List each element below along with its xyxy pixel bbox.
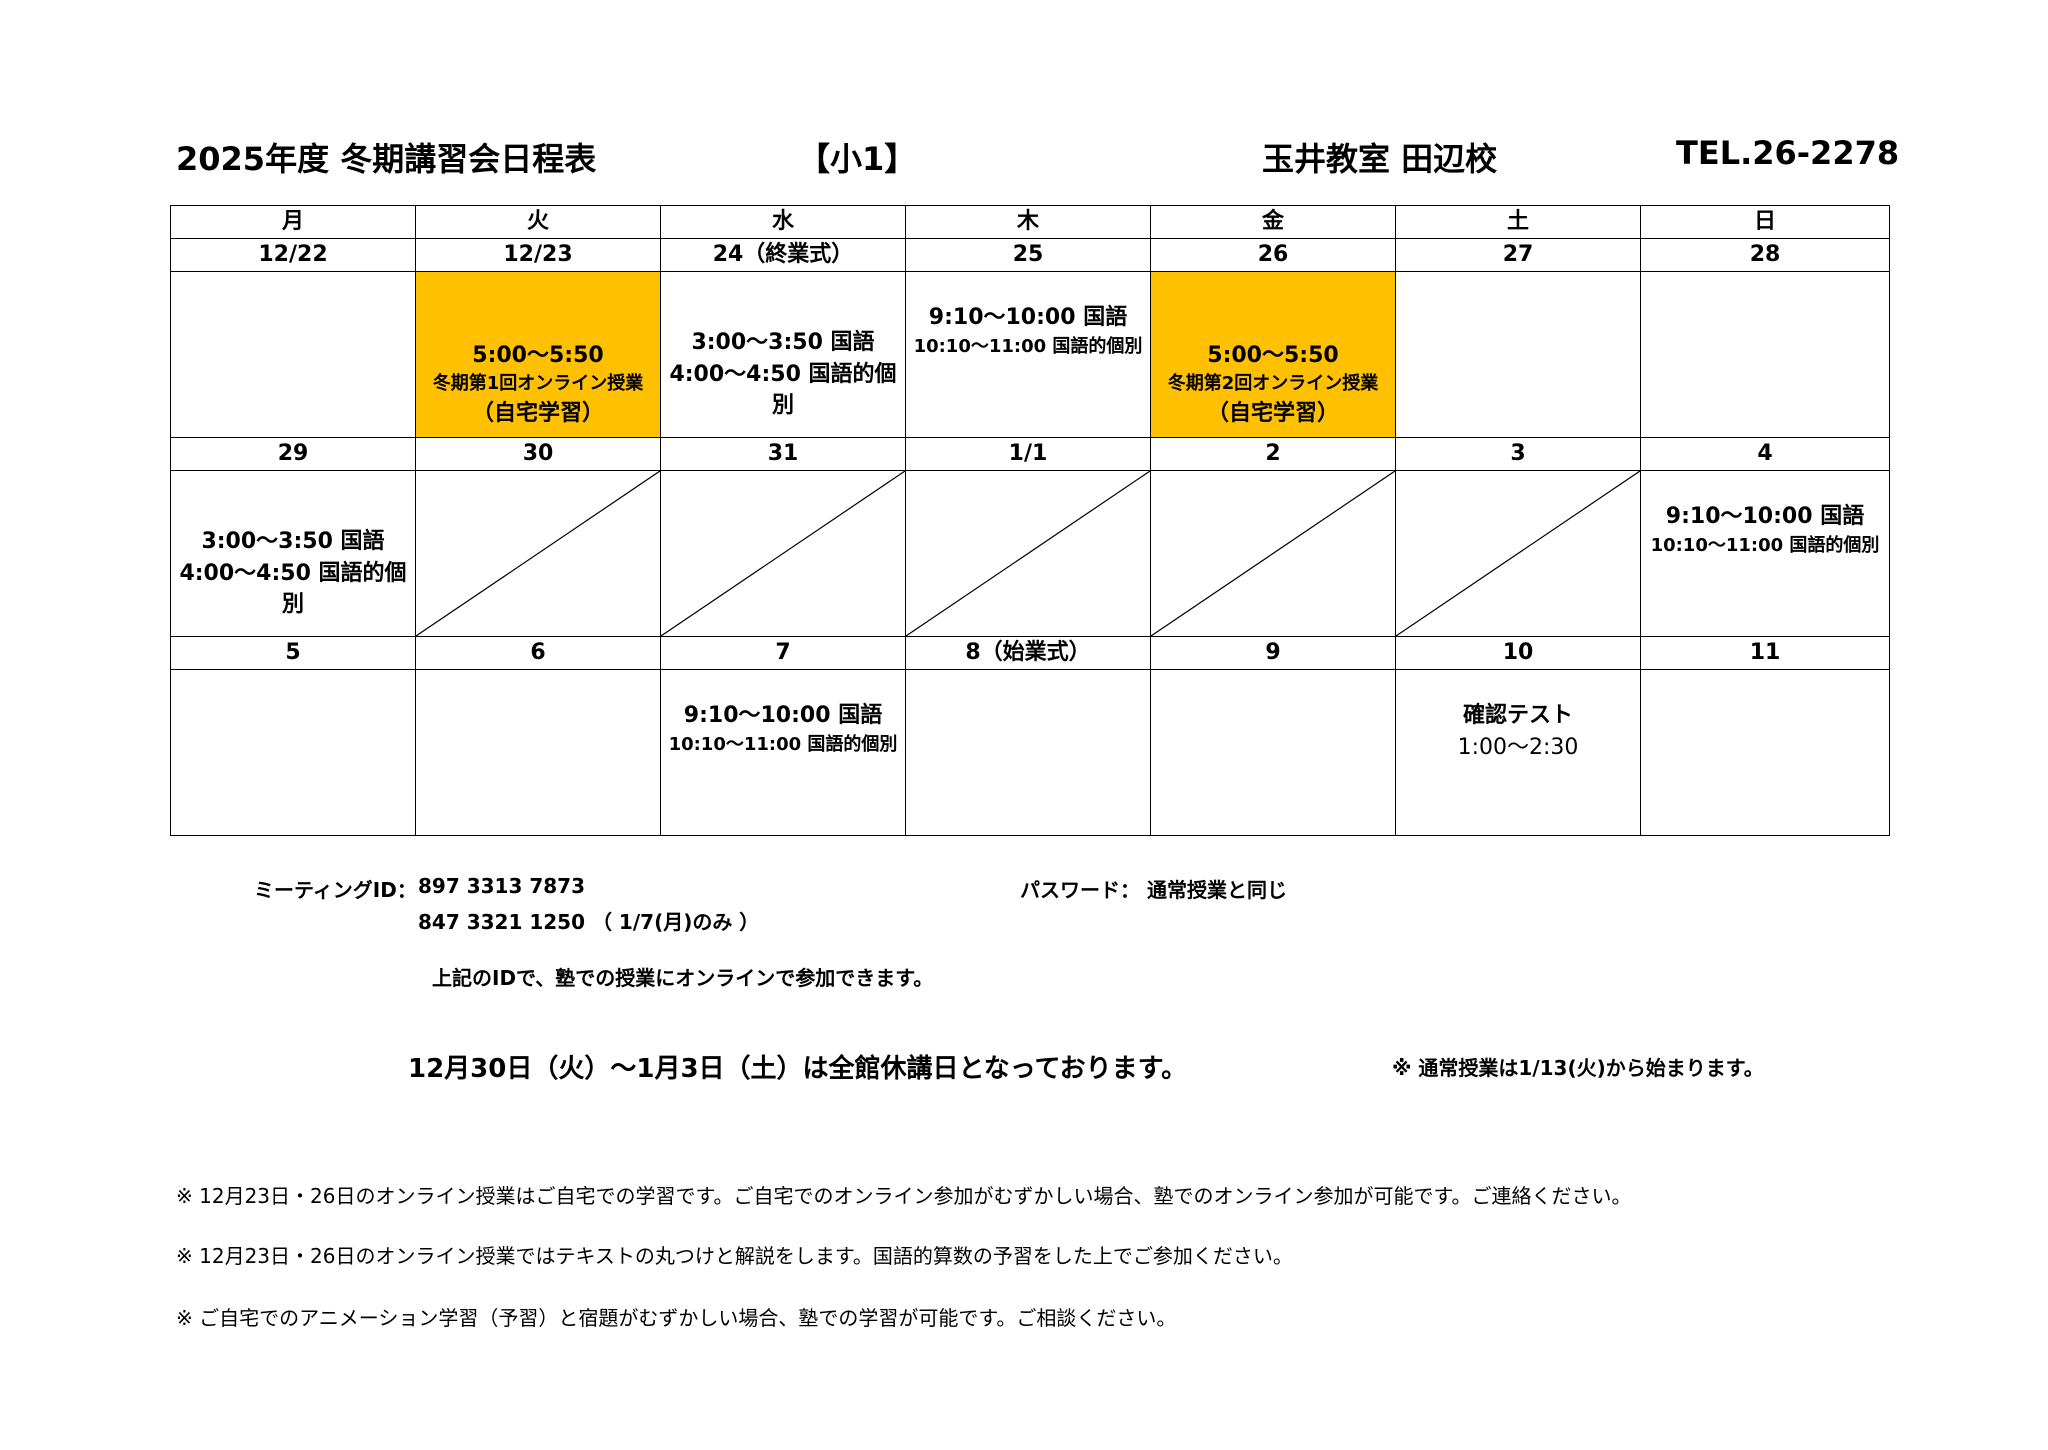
class-line: 3:00～3:50 国語 — [201, 528, 385, 554]
date-cell: 5 — [170, 636, 416, 670]
class-cell: 9:10～10:00 国語 10:10～11:00 国語的個別 — [660, 669, 906, 836]
class-time: 5:00～5:50 — [1207, 342, 1339, 368]
class-time: 5:00～5:50 — [472, 342, 604, 368]
note-item: ※ 12月23日・26日のオンライン授業はご自宅での学習です。ご自宅でのオンライ… — [176, 1184, 1632, 1208]
date-row: 12/22 12/23 24（終業式） 25 26 27 28 — [170, 238, 1890, 272]
diagonal-slash — [416, 471, 660, 636]
weekday-row: 月 火 水 木 金 土 日 — [170, 205, 1890, 239]
online-class-cell: 5:00～5:50 冬期第2回オンライン授業 （自宅学習） — [1150, 271, 1396, 438]
empty-cell — [415, 669, 661, 836]
grade-label: 【小1】 — [798, 140, 917, 178]
date-cell: 24（終業式） — [660, 238, 906, 272]
date-cell: 27 — [1395, 238, 1641, 272]
date-row: 29 30 31 1/1 2 3 4 — [170, 437, 1890, 471]
class-line: 9:10～10:00 国語 — [928, 305, 1128, 330]
note-item: ※ 12月23日・26日のオンライン授業ではテキストの丸つけと解説をします。国語… — [176, 1244, 1293, 1268]
diagonal-slash — [906, 471, 1150, 636]
date-cell: 6 — [415, 636, 661, 670]
class-cell: 3:00～3:50 国語 4:00～4:50 国語的個別 — [660, 271, 906, 438]
weekday-header: 木 — [905, 205, 1151, 239]
closed-day-cell — [1150, 470, 1396, 637]
weekday-header: 日 — [1640, 205, 1890, 239]
date-row: 5 6 7 8（始業式） 9 10 11 — [170, 636, 1890, 670]
class-line: 9:10～10:00 国語 — [1665, 504, 1865, 529]
note-item: ※ ご自宅でのアニメーション学習（予習）と宿題がむずかしい場合、塾での学習が可能… — [176, 1306, 1177, 1330]
diagonal-slash — [1396, 471, 1640, 636]
weekday-header: 水 — [660, 205, 906, 239]
date-cell: 28 — [1640, 238, 1890, 272]
closed-day-cell — [660, 470, 906, 637]
class-cell: 3:00～3:50 国語 4:00～4:50 国語的個別 — [170, 470, 416, 637]
date-cell: 25 — [905, 238, 1151, 272]
class-cell: 9:10～10:00 国語 10:10～11:00 国語的個別 — [905, 271, 1151, 438]
diagonal-slash — [661, 471, 905, 636]
phone-number: TEL.26-2278 — [1676, 134, 1900, 172]
meeting-password: パスワード： 通常授業と同じ — [1020, 878, 1287, 902]
weekday-header: 土 — [1395, 205, 1641, 239]
date-cell: 11 — [1640, 636, 1890, 670]
class-note: （自宅学習） — [471, 400, 604, 426]
date-cell: 29 — [170, 437, 416, 471]
online-class-cell: 5:00～5:50 冬期第1回オンライン授業 （自宅学習） — [415, 271, 661, 438]
weekday-header: 金 — [1150, 205, 1396, 239]
class-title: 冬期第2回オンライン授業 — [1167, 373, 1379, 395]
weekday-header: 火 — [415, 205, 661, 239]
date-cell: 31 — [660, 437, 906, 471]
date-cell: 12/23 — [415, 238, 661, 272]
class-line: 4:00～4:50 国語的個別 — [669, 361, 897, 419]
class-line: 3:00～3:50 国語 — [691, 329, 875, 355]
closed-day-cell — [905, 470, 1151, 637]
class-line: 10:10～11:00 国語的個別 — [668, 733, 898, 755]
class-title: 冬期第1回オンライン授業 — [432, 373, 644, 395]
empty-cell — [905, 669, 1151, 836]
empty-cell — [1640, 669, 1890, 836]
diagonal-slash — [1151, 471, 1395, 636]
content-row: 3:00～3:50 国語 4:00～4:50 国語的個別 9:10～10:00 … — [170, 470, 1890, 637]
schedule-table: 月 火 水 木 金 土 日 12/22 12/23 24（終業式） 25 26 … — [170, 205, 1890, 836]
empty-cell — [170, 271, 416, 438]
meeting-id-2: 847 3321 1250 （ 1/7(月)のみ ） — [418, 910, 760, 934]
school-name: 玉井教室 田辺校 — [1262, 140, 1498, 178]
weekday-header: 月 — [170, 205, 416, 239]
meeting-id-label: ミーティングID： — [254, 878, 417, 902]
test-title: 確認テスト — [1462, 703, 1573, 728]
date-cell: 3 — [1395, 437, 1641, 471]
date-cell: 12/22 — [170, 238, 416, 272]
date-cell: 2 — [1150, 437, 1396, 471]
date-cell: 8（始業式） — [905, 636, 1151, 670]
content-row: 9:10～10:00 国語 10:10～11:00 国語的個別 確認テスト 1:… — [170, 669, 1890, 836]
class-cell: 9:10～10:00 国語 10:10～11:00 国語的個別 — [1640, 470, 1890, 637]
class-line: 9:10～10:00 国語 — [683, 703, 883, 728]
class-line: 4:00～4:50 国語的個別 — [179, 560, 407, 618]
meeting-id-1: 897 3313 7873 — [418, 874, 586, 898]
empty-cell — [1150, 669, 1396, 836]
content-row: 5:00～5:50 冬期第1回オンライン授業 （自宅学習） 3:00～3:50 … — [170, 271, 1890, 438]
date-cell: 10 — [1395, 636, 1641, 670]
class-line: 10:10～11:00 国語的個別 — [913, 335, 1143, 357]
empty-cell — [1640, 271, 1890, 438]
meeting-note: 上記のIDで、塾での授業にオンラインで参加できます。 — [432, 966, 934, 990]
date-cell: 26 — [1150, 238, 1396, 272]
test-cell: 確認テスト 1:00～2:30 — [1395, 669, 1641, 836]
closed-day-cell — [415, 470, 661, 637]
date-cell: 30 — [415, 437, 661, 471]
closure-notice: 12月30日（火）～1月3日（土）は全館休講日となっております。 — [408, 1054, 1188, 1084]
closed-day-cell — [1395, 470, 1641, 637]
date-cell: 7 — [660, 636, 906, 670]
empty-cell — [170, 669, 416, 836]
empty-cell — [1395, 271, 1641, 438]
restart-notice: ※ 通常授業は1/13(火)から始まります。 — [1392, 1056, 1764, 1080]
date-cell: 9 — [1150, 636, 1396, 670]
date-cell: 4 — [1640, 437, 1890, 471]
class-line: 10:10～11:00 国語的個別 — [1650, 534, 1880, 556]
date-cell: 1/1 — [905, 437, 1151, 471]
test-time: 1:00～2:30 — [1457, 734, 1579, 760]
class-note: （自宅学習） — [1206, 400, 1339, 426]
page-title: 2025年度 冬期講習会日程表 — [176, 140, 597, 178]
